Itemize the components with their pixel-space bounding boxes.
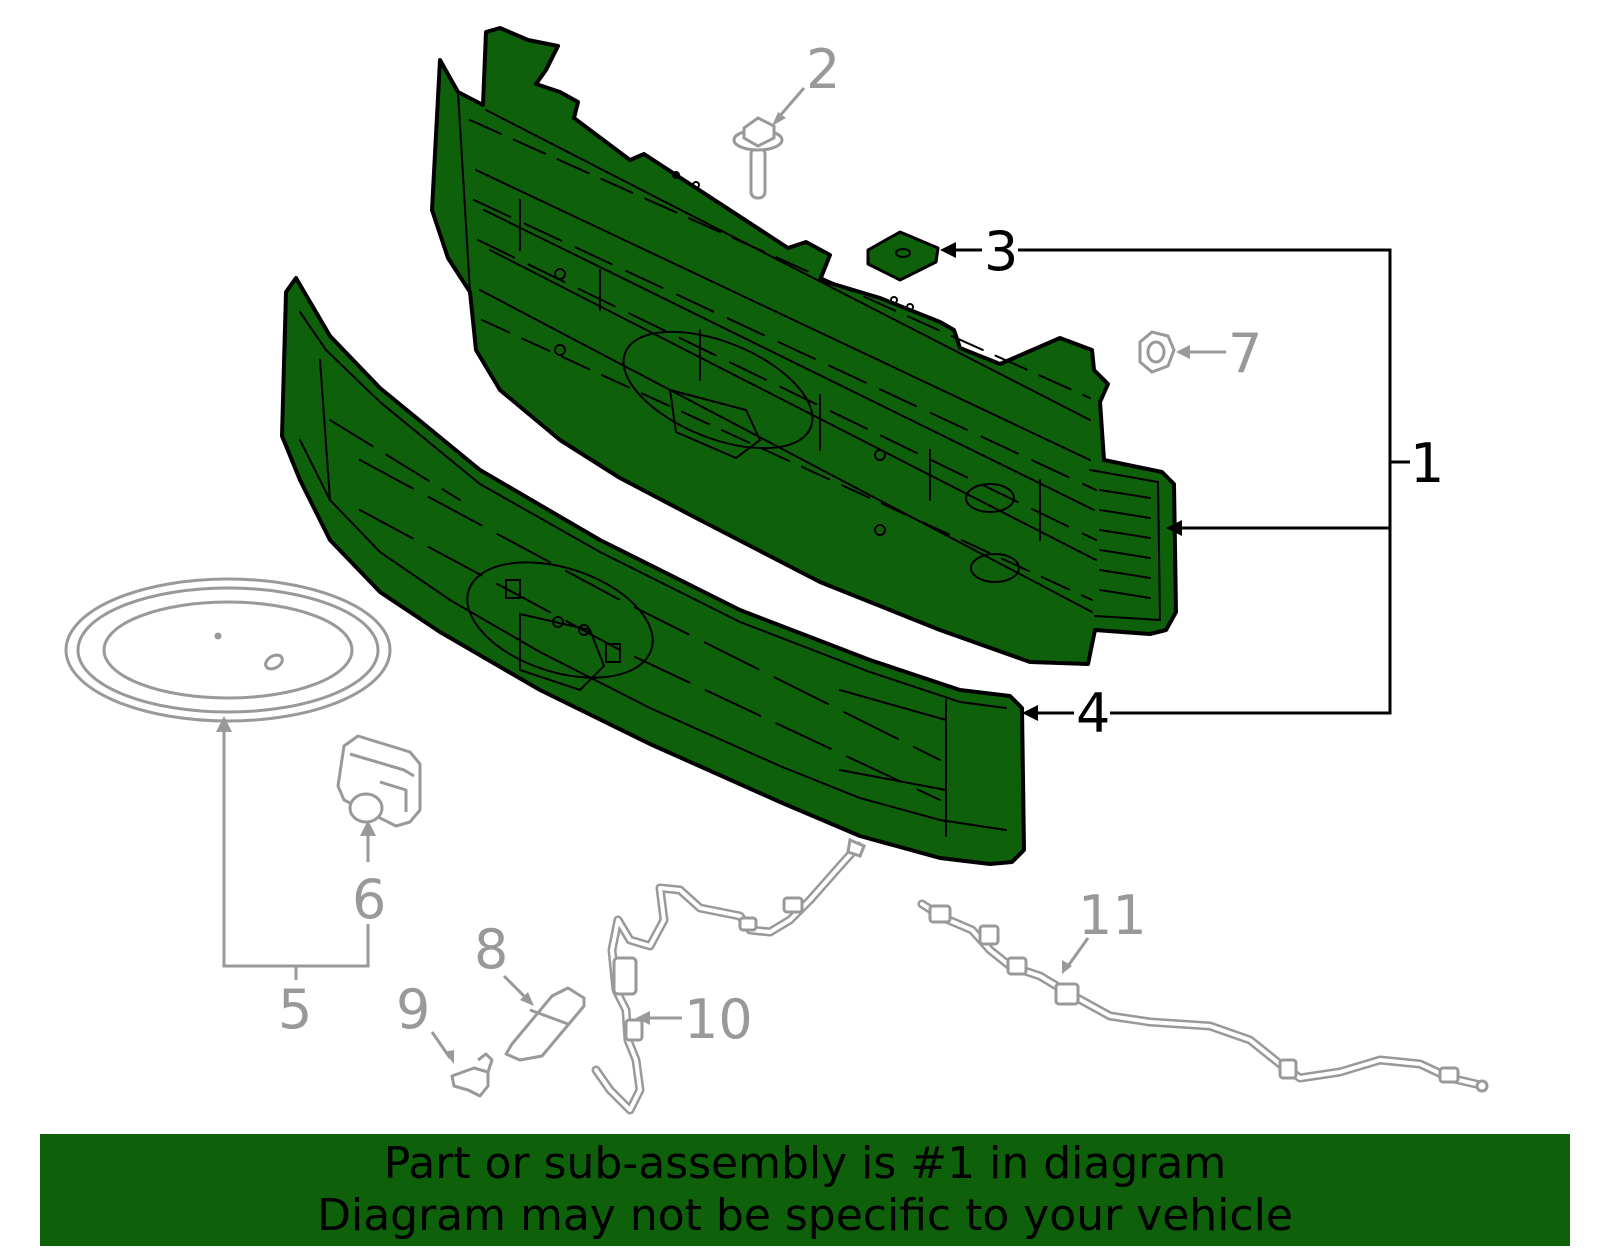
callout-3: 3 [984,220,1018,283]
callout-6: 6 [352,868,386,931]
grille-molding-part-4[interactable] [280,276,1026,866]
connector-part-9[interactable] [450,1052,494,1098]
callout-11: 11 [1078,884,1147,947]
callout-5: 5 [278,978,312,1041]
emblem-part-5[interactable] [64,577,392,723]
leader-lines [222,87,1410,1059]
callout-9: 9 [396,978,430,1041]
banner-line-2: Diagram may not be specific to your vehi… [317,1190,1293,1241]
info-banner: Part or sub-assembly is #1 in diagram Di… [40,1134,1570,1246]
arrowheads [216,112,1190,1064]
molding-body [280,276,1026,866]
callout-10: 10 [684,988,753,1051]
callout-2: 2 [806,38,840,101]
callout-8: 8 [474,918,508,981]
clip-part-3[interactable] [866,230,940,282]
sensor-part-8[interactable] [504,986,586,1062]
nut-part-7[interactable] [1138,330,1176,374]
camera-part-6[interactable] [336,734,422,828]
grille-assembly-part-1[interactable] [430,26,1178,666]
banner-line-1: Part or sub-assembly is #1 in diagram [383,1138,1227,1189]
callout-1: 1 [1410,432,1444,495]
harness-part-11[interactable] [917,899,1481,1089]
bolt-part-2[interactable] [732,116,784,200]
callout-7: 7 [1228,322,1262,385]
callout-4: 4 [1076,682,1110,745]
